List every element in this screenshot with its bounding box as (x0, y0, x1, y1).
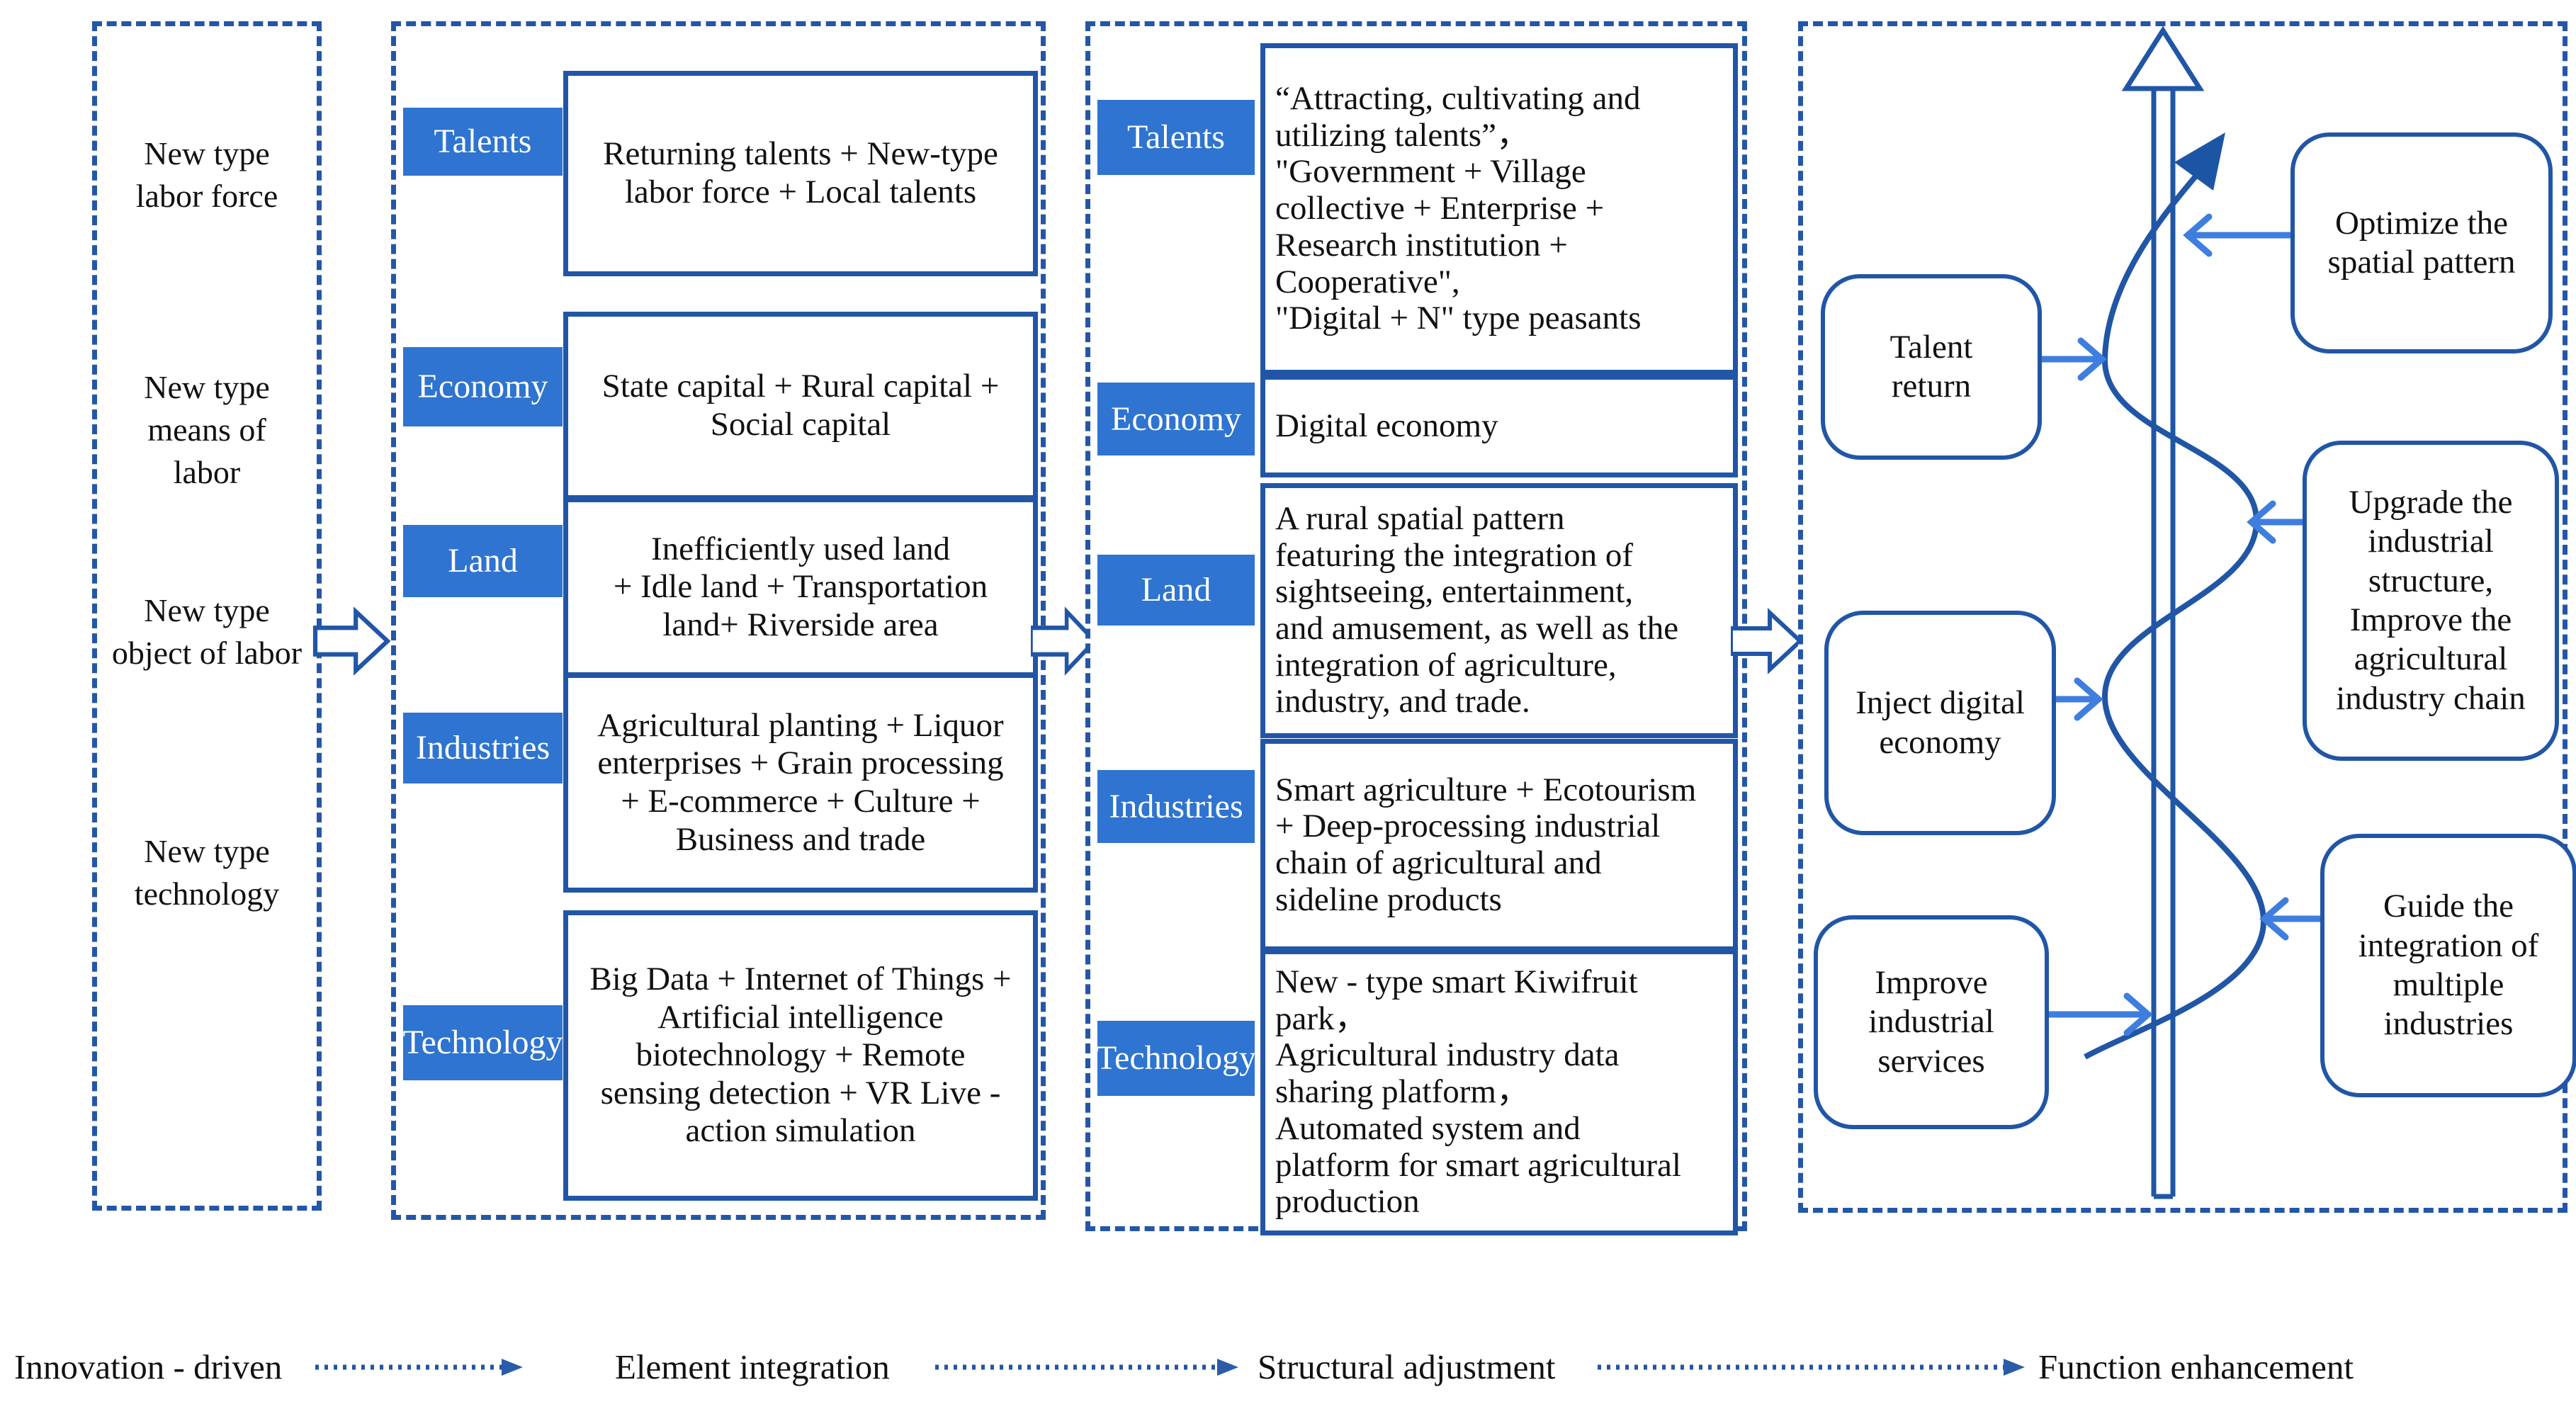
label-industries-3: Industries (1097, 770, 1255, 843)
box-talents-2: Returning talents + New-type labor force… (563, 71, 1038, 276)
label-technology-3: Technology (1096, 1021, 1256, 1096)
label-land-3: Land (1097, 555, 1255, 626)
box-industries-3-text: Smart agriculture + Ecotourism + Deep-pr… (1275, 771, 1697, 918)
factor-technology: New type technology (134, 833, 280, 912)
connector-arrows (2030, 213, 2324, 1036)
label-talents-2: Talents (403, 108, 563, 176)
stage-innovation-driven: Innovation - driven (14, 1347, 283, 1386)
dotted-arrow-3-icon (1598, 1359, 2025, 1376)
box-land-3-text: A rural spatial pattern featuring the in… (1275, 499, 1679, 720)
box-technology-3-text: New - type smart Kiwifruit park， Agricul… (1275, 963, 1681, 1221)
callout-guide-integration: Guide the integration of multiple indust… (2320, 834, 2576, 1097)
label-technology-2: Technology (403, 1005, 563, 1080)
callout-upgrade-industrial-structure: Upgrade the industrial structure, Improv… (2303, 441, 2559, 761)
box-land-2: Inefficiently used land + Idle land + Tr… (563, 497, 1038, 677)
stage-element-integration: Element integration (615, 1347, 890, 1386)
panel-element-integration: Talents Returning talents + New-type lab… (391, 21, 1046, 1220)
label-economy-3: Economy (1097, 383, 1255, 455)
callout-inject-digital-economy: Inject digital economy (1824, 611, 2056, 835)
callout-talent-return: Talent return (1821, 274, 2042, 460)
box-talents-2-text: Returning talents + New-type labor force… (603, 135, 998, 210)
callout-improve-industrial-services-text: Improve industrial services (1868, 963, 1994, 1080)
box-land-3: A rural spatial pattern featuring the in… (1260, 483, 1738, 738)
label-land-2: Land (403, 525, 563, 597)
callout-upgrade-industrial-structure-text: Upgrade the industrial structure, Improv… (2336, 483, 2526, 717)
callout-optimize-spatial-pattern: Optimize the spatial pattern (2290, 132, 2553, 353)
box-economy-2-text: State capital + Rural capital + Social c… (601, 368, 1000, 443)
dotted-arrow-1-icon (315, 1359, 523, 1376)
dotted-arrow-2-icon (935, 1359, 1238, 1376)
box-talents-3: “Attracting, cultivating and utilizing t… (1260, 43, 1738, 375)
box-industries-2-text: Agricultural planting + Liquor enterpris… (597, 706, 1004, 858)
panel-structural-adjustment: Talents “Attracting, cultivating and uti… (1085, 21, 1747, 1235)
box-economy-3-text: Digital economy (1275, 407, 1498, 444)
panel-new-factors: New type labor force New type means of l… (92, 21, 322, 1211)
box-economy-2: State capital + Rural capital + Social c… (563, 312, 1038, 500)
label-industries-2: Industries (403, 713, 563, 783)
box-land-2-text: Inefficiently used land + Idle land + Tr… (613, 530, 988, 643)
box-technology-2: Big Data + Internet of Things + Artifici… (563, 910, 1038, 1201)
factor-labor-force: New type labor force (135, 135, 278, 214)
label-talents-3: Talents (1097, 100, 1255, 175)
box-technology-2-text: Big Data + Internet of Things + Artifici… (589, 961, 1012, 1150)
box-talents-3-text: “Attracting, cultivating and utilizing t… (1275, 80, 1642, 337)
block-arrow-2-icon (1031, 606, 1096, 676)
callout-inject-digital-economy-text: Inject digital economy (1855, 684, 2025, 761)
stage-structural-adjustment: Structural adjustment (1258, 1347, 1556, 1386)
callout-guide-integration-text: Guide the integration of multiple indust… (2358, 888, 2539, 1043)
block-arrow-3-icon (1731, 608, 1802, 674)
callout-talent-return-text: Talent return (1889, 328, 1973, 404)
factor-object-of-labor: New type object of labor (111, 592, 303, 671)
spiral-flow-curve (2084, 132, 2267, 1060)
panel-function-enhancement: Talent return Inject digital economy Imp… (1798, 21, 2576, 1213)
block-arrow-1-icon (312, 606, 391, 676)
box-economy-3: Digital economy (1260, 375, 1738, 477)
label-economy-2: Economy (403, 347, 563, 426)
box-technology-3: New - type smart Kiwifruit park， Agricul… (1260, 949, 1738, 1235)
stage-function-enhancement: Function enhancement (2038, 1347, 2354, 1386)
box-industries-3: Smart agriculture + Ecotourism + Deep-pr… (1260, 739, 1738, 951)
factor-means-of-labor: New type means of labor (144, 369, 270, 490)
box-industries-2: Agricultural planting + Liquor enterpris… (563, 673, 1038, 893)
callout-improve-industrial-services: Improve industrial services (1814, 915, 2049, 1129)
callout-optimize-spatial-pattern-text: Optimize the spatial pattern (2327, 204, 2516, 281)
